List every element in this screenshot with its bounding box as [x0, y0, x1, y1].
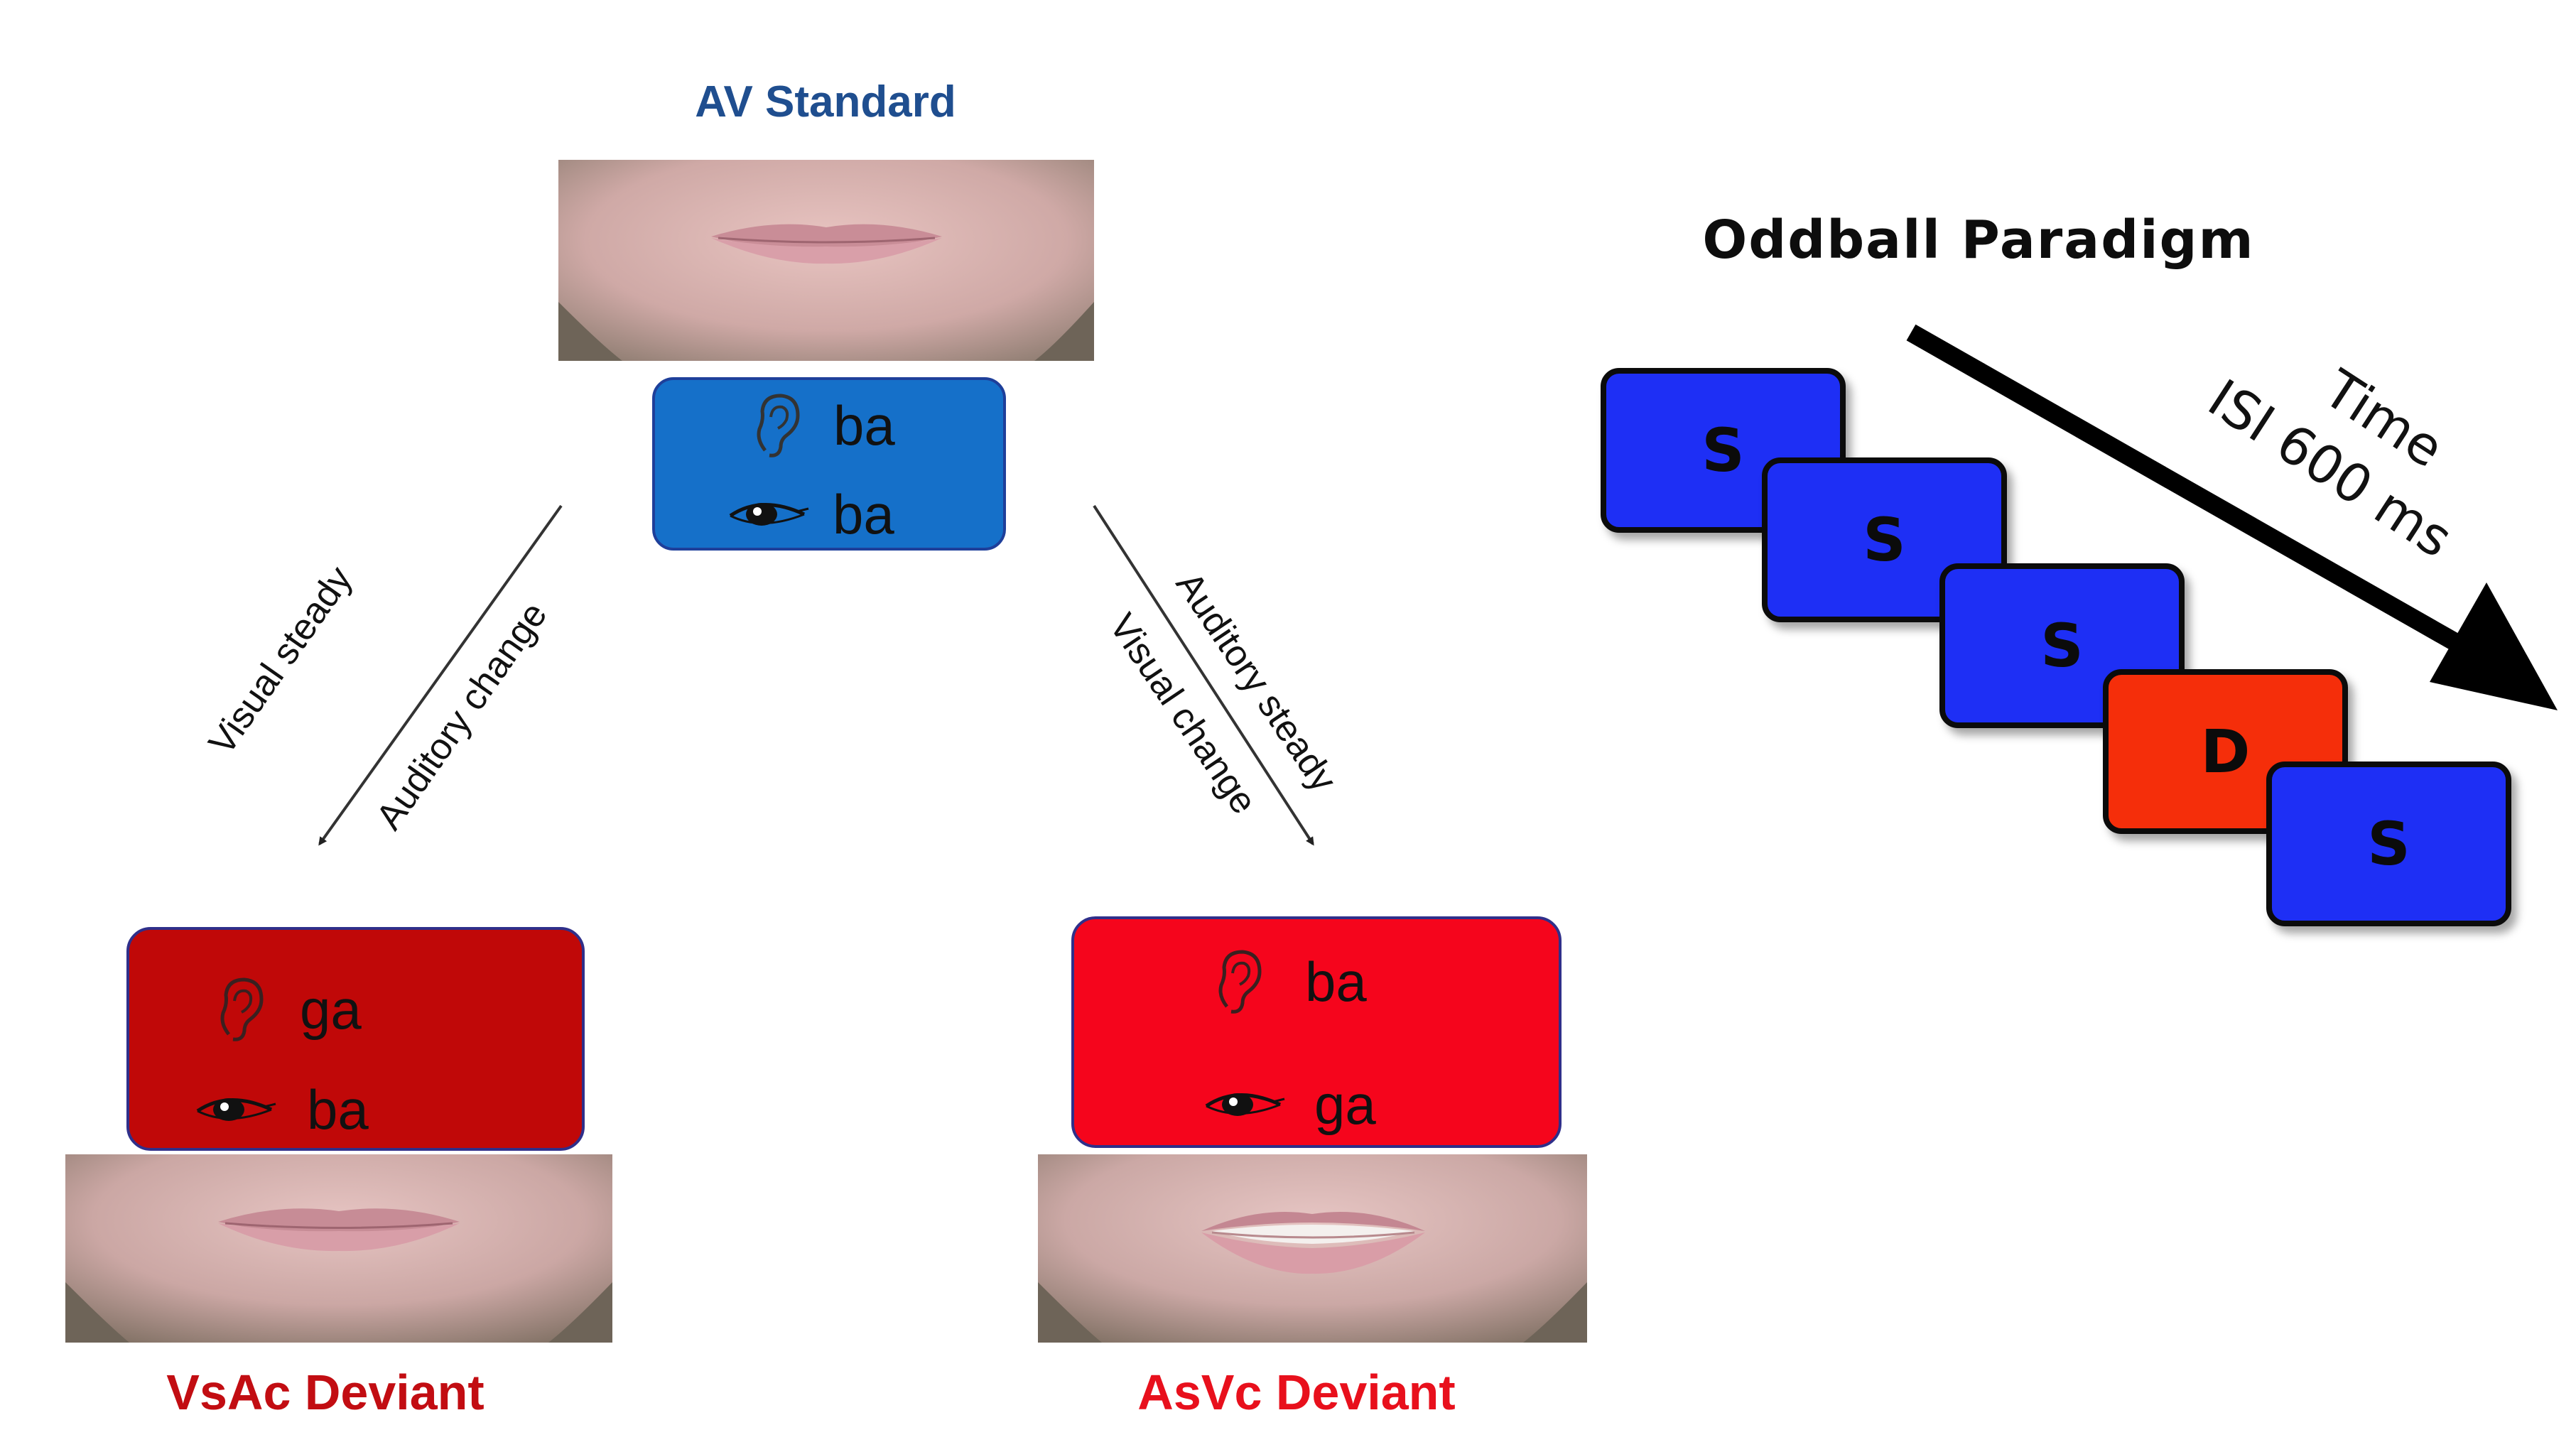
auditory-syllable: ba	[1305, 950, 1367, 1013]
stimulus-card-standard: S	[2266, 762, 2511, 926]
av-standard-title: AV Standard	[695, 77, 956, 126]
auditory-row: ba	[1206, 946, 1367, 1017]
mouth-photo-vsac	[65, 1154, 612, 1343]
vsac-deviant-title: VsAc Deviant	[166, 1365, 485, 1420]
auditory-row: ga	[207, 974, 362, 1045]
ear-icon	[207, 974, 271, 1045]
stimulus-card-standard: S	[1601, 368, 1846, 533]
vsac-deviant-box: ga ba	[126, 927, 585, 1151]
asvc-deviant-title: AsVc Deviant	[1137, 1365, 1456, 1420]
time-arrow-head	[2430, 582, 2558, 710]
av-standard-box: ba ba	[652, 377, 1006, 551]
arrow-to-asvc	[1093, 504, 1314, 846]
visual-row: ba	[726, 487, 894, 542]
eye-icon	[726, 494, 810, 534]
mouth-photo-asvc	[1038, 1154, 1587, 1343]
ear-icon	[1206, 946, 1270, 1017]
auditory-syllable: ba	[833, 394, 895, 457]
arrow-to-vsac	[318, 504, 563, 846]
asvc-deviant-box: ba ga	[1071, 916, 1562, 1148]
oddball-paradigm-title: Oddball Paradigm	[1702, 210, 2255, 271]
eye-icon	[1202, 1085, 1286, 1124]
visual-syllable: ba	[307, 1078, 369, 1141]
eye-icon	[193, 1090, 277, 1129]
mouth-photo-standard	[558, 160, 1094, 361]
auditory-syllable: ga	[300, 978, 362, 1041]
auditory-row: ba	[744, 390, 895, 461]
visual-row: ga	[1202, 1077, 1376, 1132]
ear-icon	[744, 390, 808, 461]
visual-syllable: ga	[1314, 1073, 1376, 1136]
time-arrow-shaft	[1906, 324, 2470, 656]
visual-syllable: ba	[833, 483, 894, 546]
visual-row: ba	[193, 1082, 369, 1137]
